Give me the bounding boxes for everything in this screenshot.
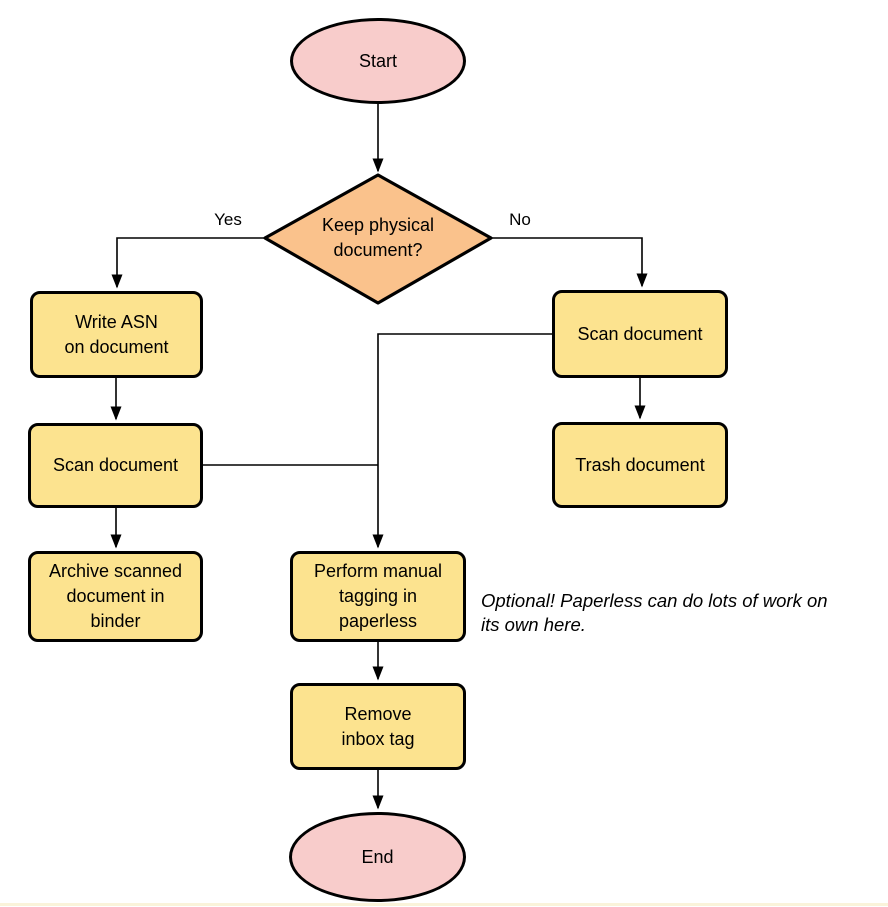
decision-diamond-shape: [263, 173, 493, 305]
edge-scan-right-to-tagging: [372, 333, 552, 549]
optional-note: Optional! Paperless can do lots of work …: [481, 590, 828, 635]
node-perform-manual-tagging: Perform manual tagging in paperless: [290, 551, 466, 642]
node-remove-inbox-tag: Remove inbox tag: [290, 683, 466, 770]
page-bottom-edge: [0, 903, 888, 906]
node-archive-scanned-document: Archive scanned document in binder: [28, 551, 203, 642]
edge-label-no: No: [509, 210, 531, 229]
node-write-asn-on-document: Write ASN on document: [30, 291, 203, 378]
node-scan-document-left: Scan document: [28, 423, 203, 508]
node-end: End: [289, 812, 466, 902]
edge-label-yes: Yes: [214, 210, 242, 229]
node-scan-document-right: Scan document: [552, 290, 728, 378]
node-start: Start: [290, 18, 466, 104]
node-trash-document: Trash document: [552, 422, 728, 508]
edge-decision-yes-to-write-asn: [111, 237, 265, 289]
node-decision-label: Keep physical document?: [321, 215, 435, 260]
edge-decision-no-to-scan-right: [491, 237, 648, 288]
